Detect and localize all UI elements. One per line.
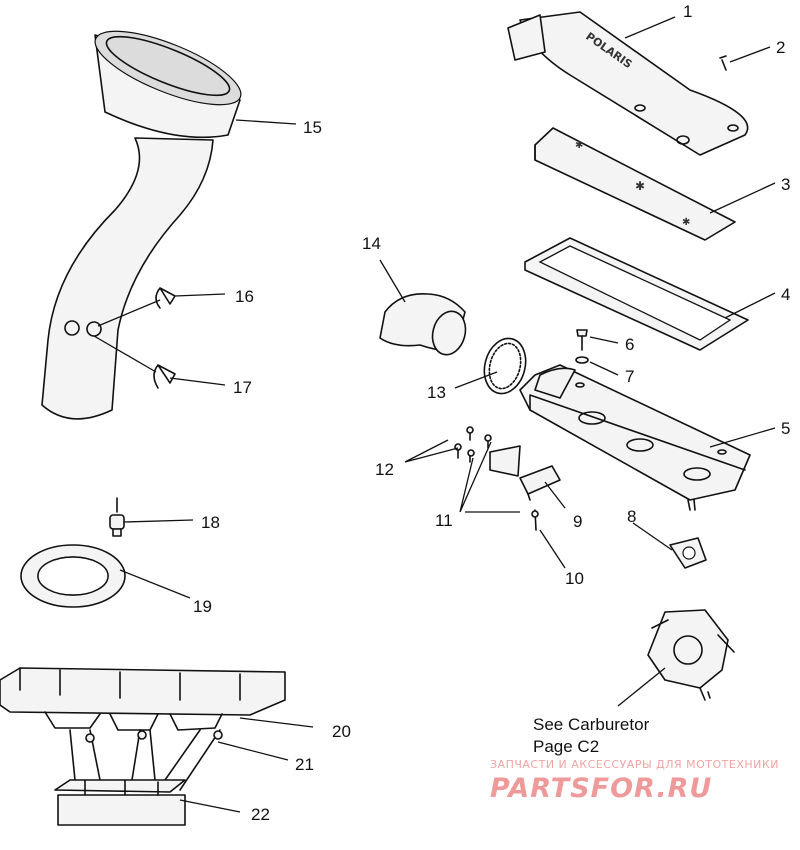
elbow-hose	[379, 293, 467, 356]
callout-20: 20	[332, 722, 351, 741]
watermark-tagline: ЗАПЧАСТИ И АКСЕССУАРЫ ДЛЯ МОТОТЕХНИКИ	[490, 758, 779, 771]
carburetor	[647, 609, 735, 701]
watermark-brand: PARTSFOR.RU	[490, 773, 712, 804]
filter-frame	[524, 237, 749, 351]
callout-labels: 1 2 3 4 5 6 7 8 9 10 11 12 13 14 15 16 1…	[193, 2, 790, 824]
note-line-1: See Carburetor	[533, 715, 650, 734]
washer-7	[575, 356, 589, 364]
callout-leaders	[119, 16, 776, 813]
callout-21: 21	[295, 755, 314, 774]
svg-text:✱: ✱	[575, 140, 583, 151]
manifold-assembly	[0, 667, 286, 826]
callout-14: 14	[362, 234, 381, 253]
callout-4: 4	[781, 285, 790, 304]
airbox-cover: POLARIS	[507, 11, 749, 156]
svg-text:✱: ✱	[635, 179, 645, 193]
callout-18: 18	[201, 513, 220, 532]
carburetor-reference-note: See Carburetor Page C2	[533, 715, 650, 756]
callout-13: 13	[427, 383, 446, 402]
callout-19: 19	[193, 597, 212, 616]
bracket-assembly	[454, 426, 561, 531]
callout-8: 8	[627, 507, 636, 526]
note-line-2: Page C2	[533, 737, 599, 756]
callout-17: 17	[233, 378, 252, 397]
airbox-base	[519, 364, 751, 511]
flange-gasket	[669, 537, 707, 569]
callout-15: 15	[303, 118, 322, 137]
clip-upper	[97, 287, 176, 327]
plug-fastener	[109, 497, 125, 537]
screw-2	[719, 55, 727, 71]
callout-3: 3	[781, 175, 790, 194]
callout-7: 7	[625, 367, 634, 386]
intake-tube	[41, 30, 242, 420]
callout-5: 5	[781, 419, 790, 438]
callout-9: 9	[573, 512, 582, 531]
callout-2: 2	[776, 38, 785, 57]
svg-text:✱: ✱	[682, 217, 690, 228]
filter-plate: ✱ ✱ ✱	[534, 127, 736, 241]
callout-6: 6	[625, 335, 634, 354]
gasket-ring	[20, 544, 126, 608]
callout-22: 22	[251, 805, 270, 824]
callout-1: 1	[683, 2, 692, 21]
callout-11: 11	[435, 511, 453, 530]
callout-16: 16	[235, 287, 254, 306]
watermark: ЗАПЧАСТИ И АКСЕССУАРЫ ДЛЯ МОТОТЕХНИКИ PA…	[490, 758, 779, 804]
callout-12: 12	[375, 460, 394, 479]
screw-6	[576, 329, 588, 351]
hose-clamp	[483, 337, 527, 395]
callout-10: 10	[565, 569, 584, 588]
